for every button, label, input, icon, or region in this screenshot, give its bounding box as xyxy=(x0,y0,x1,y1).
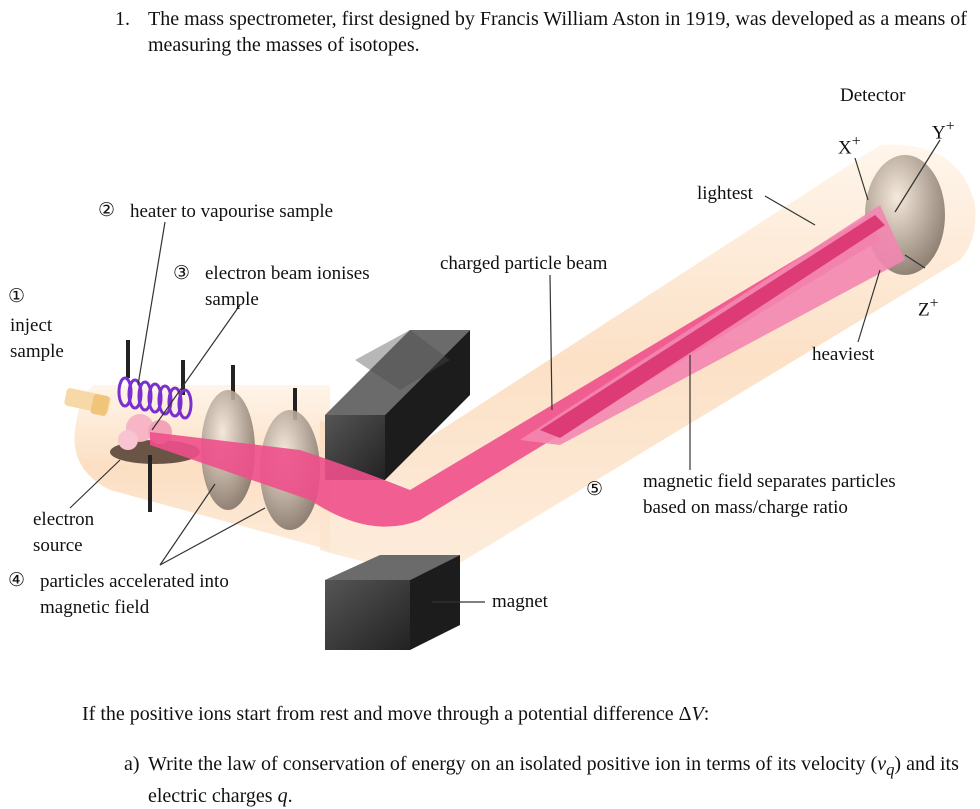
step-3-marker: ③ xyxy=(173,263,191,284)
step-1-marker: ① xyxy=(8,286,26,307)
y-ion-label: Y+ xyxy=(932,118,955,144)
particles-accelerated-label: particles accelerated into xyxy=(40,571,229,592)
inject-rod-end xyxy=(90,394,110,416)
inject-label: inject xyxy=(10,315,53,336)
electron-source-label: electron xyxy=(33,509,95,530)
particle-beam-core xyxy=(540,215,885,438)
step-2-marker: ② xyxy=(98,200,116,221)
electron-beam-label: electron beam ionises xyxy=(205,263,370,284)
electron-beam-label-2: sample xyxy=(205,289,259,310)
part-a-text: Write the law of conservation of energy … xyxy=(148,753,959,807)
sample-cloud-3 xyxy=(118,430,138,450)
particles-accelerated-label-2: magnetic field xyxy=(40,597,150,618)
part-a-letter: a) xyxy=(124,753,140,775)
magnetic-field-label-2: based on mass/charge ratio xyxy=(643,497,848,518)
leader-lines xyxy=(69,139,941,603)
intro-text: If the positive ions start from rest and… xyxy=(82,703,710,725)
magnet-label: magnet xyxy=(492,591,548,612)
question-number: 1. xyxy=(115,8,130,30)
electron-source-label-2: source xyxy=(33,535,83,556)
detector-label: Detector xyxy=(840,85,906,106)
z-ion-label: Z+ xyxy=(918,295,939,321)
heater-coil xyxy=(117,376,193,420)
magnetic-field-label: magnetic field separates particles xyxy=(643,471,896,492)
question-text: The mass spectrometer, first designed by… xyxy=(148,8,967,56)
step-5-marker: ⑤ xyxy=(586,479,604,500)
heater-label: heater to vapourise sample xyxy=(130,201,334,222)
charged-particle-beam-label: charged particle beam xyxy=(440,253,608,274)
step-4-marker: ④ xyxy=(8,570,26,591)
heaviest-label: heaviest xyxy=(812,344,875,365)
lightest-label: lightest xyxy=(697,183,753,204)
magnet-upper xyxy=(325,330,470,480)
sample-label: sample xyxy=(10,341,64,362)
x-ion-label: X+ xyxy=(838,133,861,159)
